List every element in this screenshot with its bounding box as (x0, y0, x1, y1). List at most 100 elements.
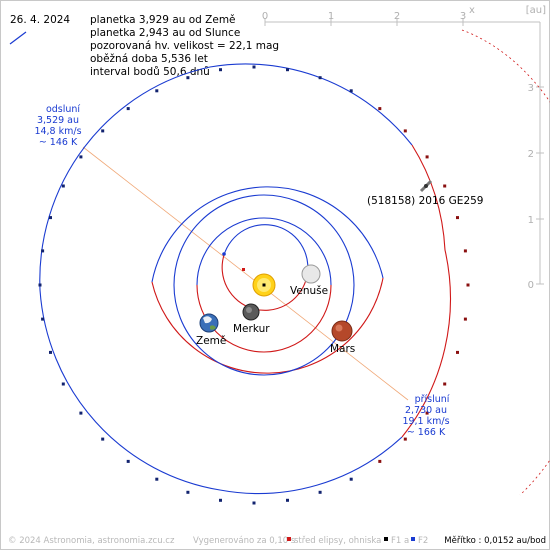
mars-planet (331, 320, 353, 342)
direction-marker (9, 31, 27, 45)
orbit-dot (79, 411, 83, 415)
orbit-dot (349, 89, 353, 93)
orbit-node-marker (222, 252, 226, 256)
mars-label: Mars (330, 343, 355, 355)
x-tick-2: 2 (394, 11, 400, 22)
apsis-line (82, 146, 409, 401)
orbit-dot (219, 68, 222, 72)
earth-planet (199, 313, 219, 333)
info-line-sun-distance: planetka 2,943 au od Slunce (90, 27, 240, 39)
ellipse-center-marker (242, 268, 245, 271)
info-line-earth-distance: planetka 3,929 au od Země (90, 14, 236, 26)
perihelion-distance: 2,730 au (405, 405, 447, 416)
asteroid-orbit (38, 63, 470, 505)
asteroid-orbit-south (39, 63, 413, 495)
orbit-dot (41, 249, 45, 253)
footer: © 2024 Astronomia, astronomia.zcu.cz Vyg… (8, 536, 546, 546)
mars-orbit (151, 186, 384, 374)
date-label: 26. 4. 2024 (10, 14, 70, 26)
perihelion-title: přísluní (415, 394, 450, 405)
aphelion-temperature: ~ 146 K (39, 137, 78, 148)
orbit-dot (155, 89, 159, 93)
orbit-dot (466, 283, 470, 287)
asteroid-marker (419, 179, 433, 193)
aphelion-title: odsluní (46, 104, 80, 115)
legend-f1-swatch (384, 537, 388, 541)
orbit-dot (49, 216, 52, 220)
orbit-dot (252, 65, 256, 69)
orbit-dot (443, 184, 447, 188)
asteroid-orbit-north (401, 144, 451, 438)
footer-legend-f2: F2 (418, 536, 428, 546)
orbit-dot (318, 490, 322, 494)
orbit-dot (463, 317, 467, 321)
extended-orbit-trace (461, 29, 550, 496)
orbit-dot (186, 490, 190, 494)
orbit-dot (403, 129, 407, 133)
orbit-dot (318, 76, 322, 80)
sun (252, 273, 276, 297)
orbit-dot (403, 437, 407, 441)
perihelion-temperature: ~ 166 K (407, 427, 446, 438)
orbit-dot (155, 477, 159, 481)
orbit-dot (49, 350, 52, 354)
x-axis-label: x (469, 5, 475, 16)
legend-f2-swatch (411, 537, 415, 541)
orbit-dot (61, 184, 65, 188)
perihelion-speed: 19,1 km/s (402, 416, 449, 427)
mercury-label: Merkur (233, 323, 270, 335)
venus-orbit (196, 217, 332, 353)
footer-copyright: © 2024 Astronomia, astronomia.zcu.cz (8, 536, 175, 546)
orbit-dot (286, 498, 289, 502)
orbit-dot (463, 249, 467, 253)
orbit-position-dots (38, 65, 470, 505)
orbit-dot (79, 155, 83, 159)
aphelion-distance: 3,529 au (37, 115, 79, 126)
venus-planet (301, 264, 321, 284)
orbit-dot (101, 437, 105, 441)
orbit-dot (456, 216, 459, 220)
y-tick-0: 0 (528, 280, 534, 291)
x-tick-3: 3 (460, 11, 466, 22)
legend-center-swatch (287, 537, 291, 541)
footer-scale: Měřítko : 0,0152 au/bod (444, 536, 546, 546)
y-tick-3: 3 (528, 83, 534, 94)
aphelion-annotation: odsluní 3,529 au 14,8 km/s ~ 146 K (34, 104, 81, 148)
info-line-period: oběžná doba 5,536 let (90, 53, 208, 65)
y-tick-2: 2 (528, 149, 534, 160)
aphelion-speed: 14,8 km/s (34, 126, 81, 137)
orbit-dot (425, 155, 429, 159)
coordinate-axes: 0 1 2 3 x 3 2 1 0 [au] (262, 5, 546, 291)
orbit-dot (349, 477, 353, 481)
orbit-dot (126, 107, 130, 111)
footer-generated: Vygenerováno za 0,10 s (193, 536, 296, 546)
orbit-dot (443, 382, 447, 386)
x-tick-0: 0 (262, 11, 268, 22)
footer-legend-f1: F1 a (391, 536, 409, 546)
orbit-dot (101, 129, 105, 133)
info-line-interval: interval bodů 50,6 dnů (90, 66, 210, 78)
unit-label: [au] (526, 5, 546, 16)
orbit-dot (378, 107, 382, 111)
orbit-dot (219, 498, 222, 502)
y-tick-1: 1 (528, 215, 534, 226)
orbit-dot (252, 501, 256, 505)
orbit-dot (456, 350, 459, 354)
orbit-dot (425, 411, 429, 415)
footer-legend-center: střed elipsy, ohniska (294, 536, 381, 546)
earth-label: Země (196, 335, 226, 347)
asteroid-label: (518158) 2016 GE259 (367, 195, 483, 207)
x-tick-1: 1 (328, 11, 334, 22)
orbit-dot (186, 76, 190, 80)
mercury-planet (242, 303, 260, 321)
orbit-dot (286, 68, 289, 72)
info-line-magnitude: pozorovaná hv. velikost = 22,1 mag (90, 40, 279, 52)
orbit-dot (378, 459, 382, 463)
earth-orbit (173, 194, 355, 376)
orbit-dot (61, 382, 65, 386)
mercury-orbit (221, 224, 309, 311)
orbit-dot (126, 459, 130, 463)
orbit-dot (41, 317, 45, 321)
